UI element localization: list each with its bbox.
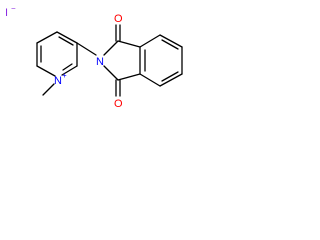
pyridinium-n-label: N [54,75,62,87]
carbonyl-o-bottom-label: O [114,98,123,110]
bond-c1-c7a [117,40,141,48]
bond-ring-inner-3 [62,63,73,71]
bond-ring-to-imide-n [76,42,97,56]
bond-c3-c3a [117,73,141,81]
structure-diagram: I − N + N O O [0,0,209,125]
bond-n-methyl [42,83,55,96]
bond-imide-n-c1 [103,40,119,56]
iodide-charge: − [11,4,16,13]
carbonyl-o-top-label: O [114,13,123,25]
bond-ring-c4-c3 [56,31,78,44]
pyridinium-n-charge: + [62,71,67,80]
atom-labels: I − N + N O O [5,4,123,110]
bond-benz-inner-2 [161,39,179,50]
bond-ring-inner-2 [58,36,74,46]
bond-benz-2 [139,34,161,48]
imide-n-label: N [96,56,104,68]
bond-benz-6 [139,73,161,87]
bond-ring-n-c6 [36,65,56,77]
bond-ring-c5-c4 [36,31,58,44]
iodide-label: I [5,7,8,19]
bond-ring-c2-n [61,65,78,76]
bond-benz-5 [159,73,183,87]
bond-benz-inner-3 [161,71,179,82]
molecule-drawing: I − N + N O O [5,4,183,110]
bonds [36,24,183,97]
bond-imide-n-c3 [103,65,119,81]
bond-benz-3 [159,34,183,48]
